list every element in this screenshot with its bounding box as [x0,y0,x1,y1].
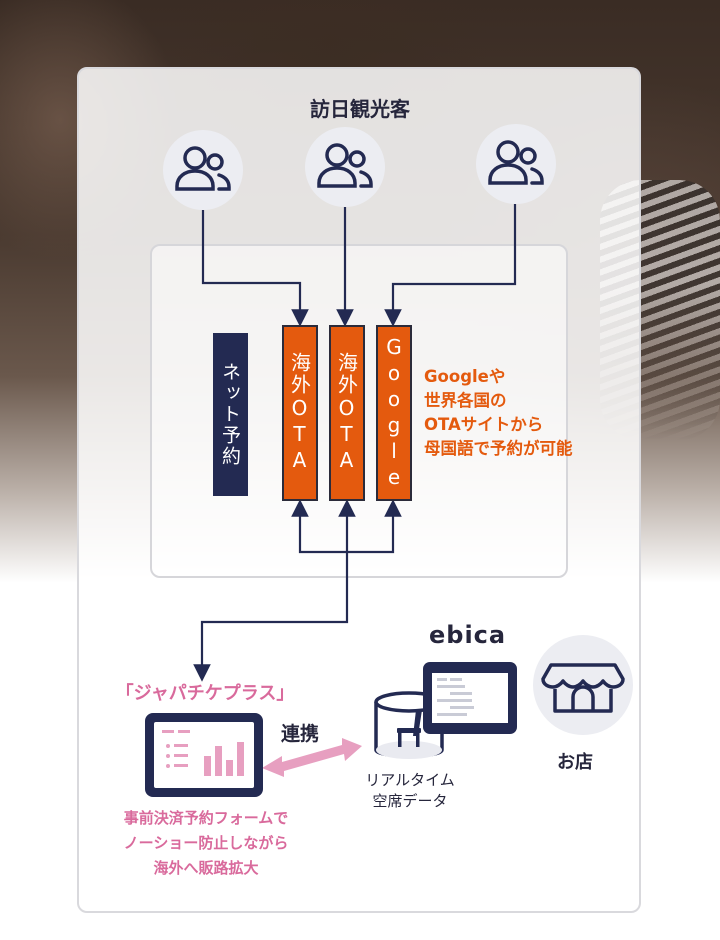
japa-tablet [145,713,263,797]
users-icon [317,143,373,188]
channel-google: Google [376,325,412,501]
shop-label: お店 [557,752,593,773]
line-visitor3-google [384,204,517,327]
diagram-title: 訪日観光客 [310,97,410,121]
tablet-chart-icon [154,722,254,788]
japa-title: 「ジャパチケプラス」 [115,683,295,704]
realtime-label: リアルタイム 空席データ [365,771,455,810]
link-label: 連携 [281,723,320,745]
visitor-avatar-2 [305,127,385,207]
visitor-avatar-3 [476,124,556,204]
channel-ota-2: 海外OTA [329,325,365,501]
users-icon [175,146,231,191]
channel-ota-1: 海外OTA [282,325,318,501]
net-booking-label: ネット予約 [213,333,248,496]
japa-note: 事前決済予約フォームで ノーショー防止しながら 海外へ販路拡大 [123,809,289,877]
line-to-japa [193,552,349,682]
shop-circle [533,635,633,735]
link-arrow [262,738,362,777]
channel-note: Googleや 世界各国の OTAサイトから 母国語で予約が可能 [424,367,573,458]
monitor-icon [423,662,517,734]
visitor-avatar-1 [163,130,243,210]
ebica-logo: ebica [429,621,507,649]
users-icon [488,140,544,185]
line-visitor1-ota1 [201,210,309,327]
shop-icon [541,663,625,713]
